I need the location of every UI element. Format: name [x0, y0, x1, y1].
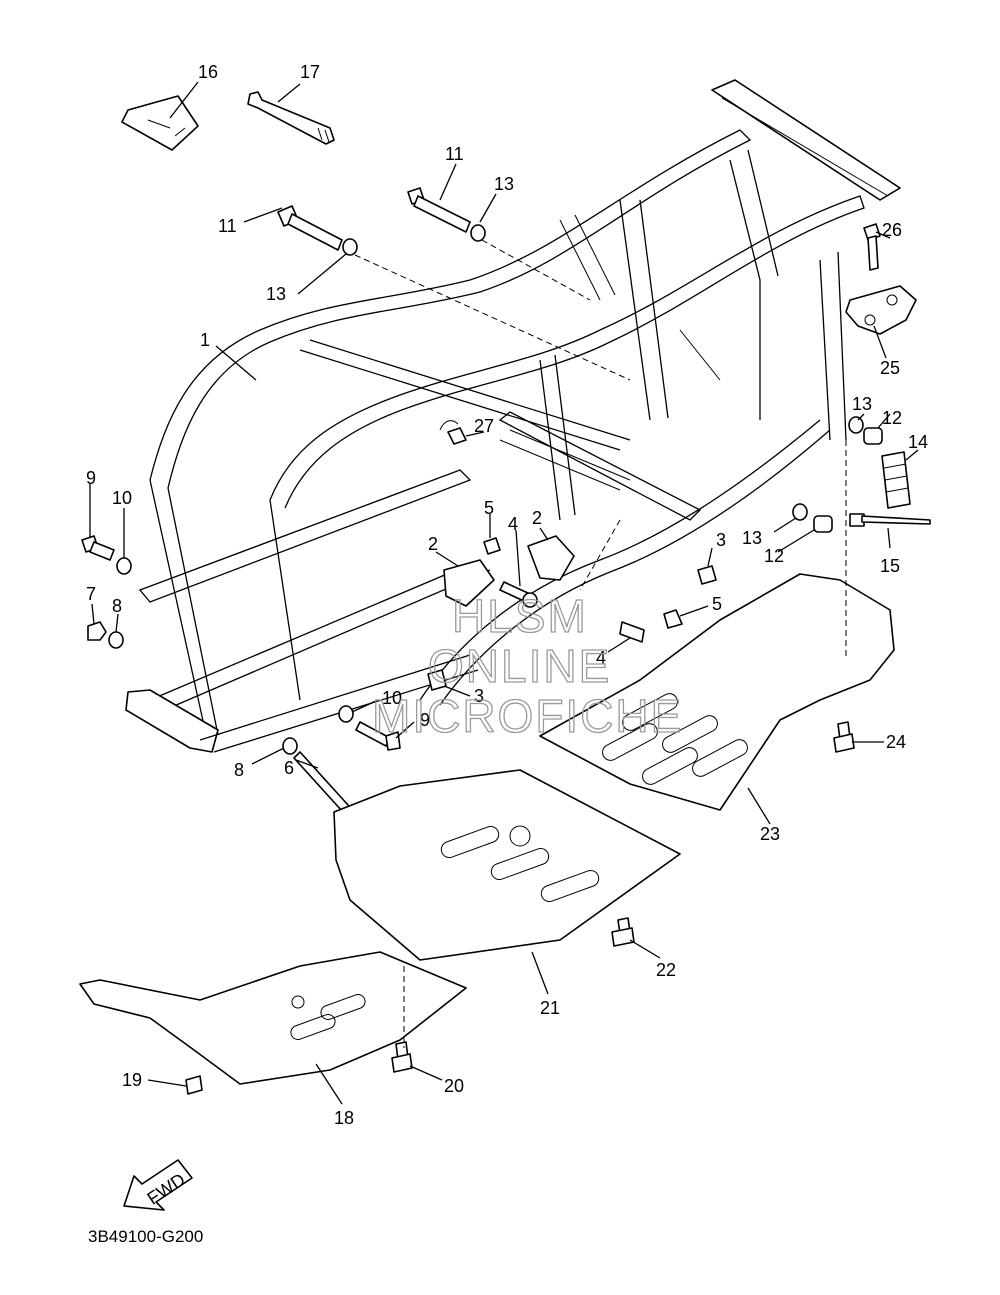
callout-16: 16 [198, 62, 218, 82]
part-2-bracket-left[interactable] [443, 559, 495, 607]
watermark-line-2: ONLINE [428, 640, 611, 692]
callout-13: 13 [266, 284, 286, 304]
callout-19: 19 [122, 1070, 142, 1090]
part-11-bolt-upper[interactable] [407, 187, 471, 233]
part-17-tool[interactable] [247, 91, 335, 145]
part-23-rear-skid-plate[interactable] [539, 573, 895, 811]
part-5-bolt-a[interactable] [483, 537, 501, 555]
part-26-bolt[interactable] [863, 223, 881, 271]
callout-labels: 16 17 11 13 11 13 26 25 1 27 13 12 14 9 … [86, 62, 928, 1128]
callout-13: 13 [494, 174, 514, 194]
callout-15: 15 [880, 556, 900, 576]
callout-3: 3 [474, 686, 484, 706]
callout-3: 3 [716, 530, 726, 550]
callout-5: 5 [484, 498, 494, 518]
callout-12: 12 [764, 546, 784, 566]
callout-11: 11 [445, 144, 464, 164]
part-3-nut-b[interactable] [427, 669, 447, 691]
watermark-line-3: MICROFICHE [372, 690, 683, 742]
part-3-nut-a[interactable] [697, 565, 717, 585]
part-15-band[interactable] [849, 513, 931, 527]
part-18-front-skid-plate[interactable] [79, 951, 467, 1085]
callout-9: 9 [86, 468, 96, 488]
part-16-grease-packet[interactable] [121, 95, 199, 151]
callout-23: 23 [760, 824, 780, 844]
callout-24: 24 [886, 732, 906, 752]
callout-7: 7 [86, 584, 96, 604]
callout-27: 27 [474, 416, 494, 436]
part-2-bracket-right[interactable] [527, 535, 575, 581]
callout-26: 26 [882, 220, 902, 240]
part-13-washer-a[interactable] [470, 224, 486, 242]
fwd-arrow-icon: FWD [123, 1159, 193, 1211]
callout-18: 18 [334, 1108, 354, 1128]
part-22-bolt[interactable] [611, 917, 635, 947]
callout-2: 2 [532, 508, 542, 528]
part-11-bolt-lower[interactable] [277, 205, 343, 251]
part-8-washer-left[interactable] [108, 631, 124, 649]
callout-14: 14 [908, 432, 928, 452]
leader-lines [89, 81, 919, 1105]
callout-10: 10 [112, 488, 132, 508]
part-4-bolt-a[interactable] [499, 581, 538, 608]
part-7-nut[interactable] [87, 621, 107, 641]
callout-22: 22 [656, 960, 676, 980]
diagram-code: 3B49100-G200 [88, 1227, 203, 1246]
part-10-washer-lower[interactable] [338, 705, 354, 723]
watermark-line-1: HLSM [452, 590, 588, 642]
part-20-bolt[interactable] [391, 1041, 413, 1073]
part-13-washer-c[interactable] [848, 416, 864, 434]
callout-6: 6 [284, 758, 294, 778]
callout-5: 5 [712, 594, 722, 614]
callout-8: 8 [112, 596, 122, 616]
callout-8: 8 [234, 760, 244, 780]
callout-25: 25 [880, 358, 900, 378]
part-9-bolt-left[interactable] [81, 535, 115, 561]
part-12-collar-b[interactable] [813, 515, 833, 533]
callout-12: 12 [882, 408, 902, 428]
part-27-clip[interactable] [439, 420, 467, 445]
callout-20: 20 [444, 1076, 464, 1096]
callout-4: 4 [596, 648, 606, 668]
callout-17: 17 [300, 62, 320, 82]
part-24-bolt[interactable] [833, 721, 855, 753]
callout-9: 9 [420, 710, 430, 730]
callout-21: 21 [540, 998, 560, 1018]
part-4-bolt-b[interactable] [619, 621, 645, 643]
part-12-collar-a[interactable] [863, 427, 883, 445]
part-5-bolt-b[interactable] [663, 609, 683, 629]
callout-13: 13 [852, 394, 872, 414]
part-21-mid-skid-plate[interactable] [333, 769, 681, 961]
part-9-bolt-lower[interactable] [355, 721, 401, 751]
part-10-washer-left[interactable] [116, 557, 132, 575]
part-19-bolt[interactable] [185, 1075, 203, 1095]
part-1-main-frame[interactable] [125, 79, 901, 753]
callout-1: 1 [200, 330, 210, 350]
part-13-washer-b[interactable] [342, 238, 358, 256]
part-14-bumper[interactable] [881, 451, 911, 509]
part-8-washer-lower[interactable] [282, 737, 298, 755]
watermark: HLSM ONLINE MICROFICHE [371, 589, 683, 742]
callout-10: 10 [382, 688, 402, 708]
callout-11: 11 [218, 216, 237, 236]
part-13-washer-d[interactable] [792, 503, 808, 521]
callout-2: 2 [428, 534, 438, 554]
callout-4: 4 [508, 514, 518, 534]
callout-13: 13 [742, 528, 762, 548]
part-25-bracket[interactable] [845, 285, 917, 335]
